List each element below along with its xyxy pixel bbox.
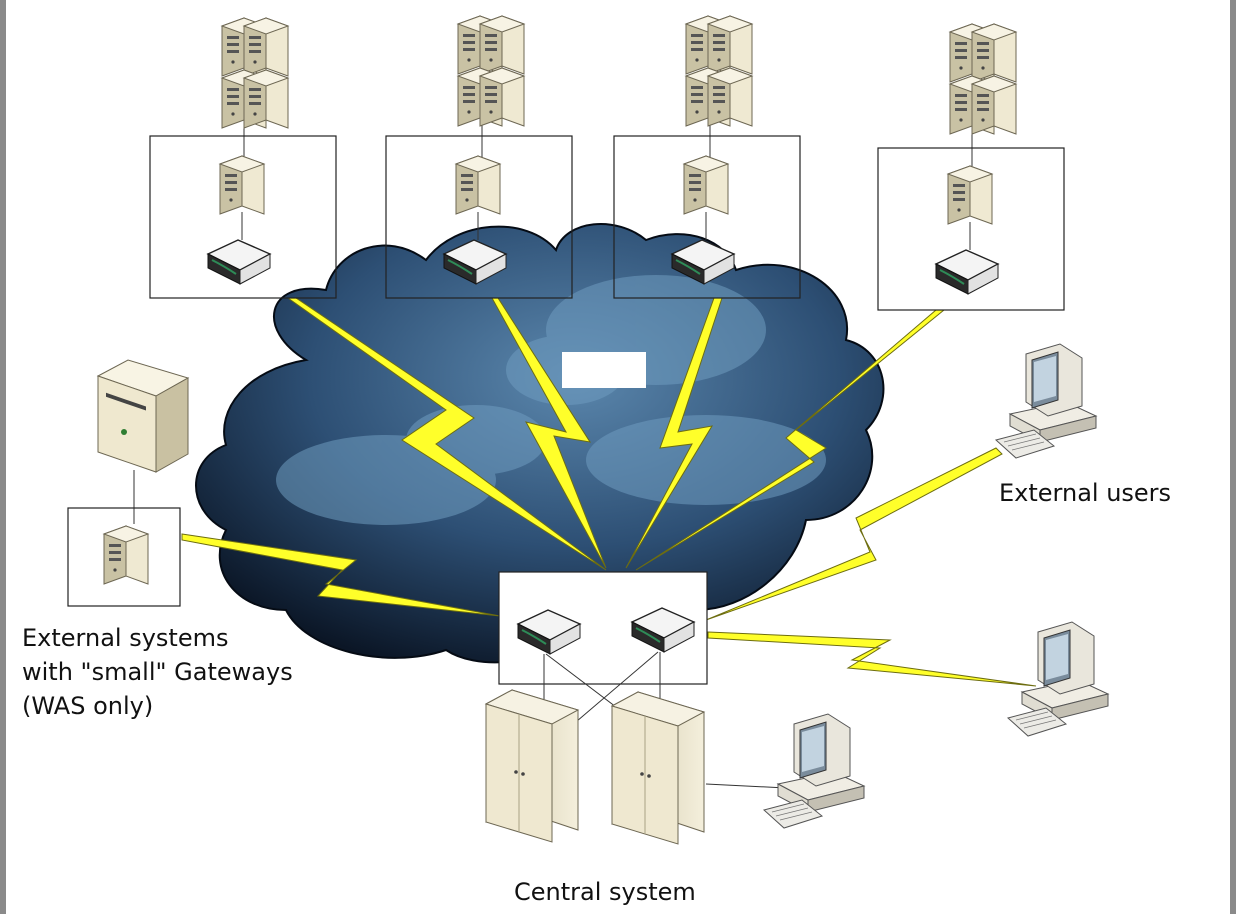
wireless-links bbox=[181, 297, 1037, 687]
central-system-label: Central system bbox=[514, 878, 696, 906]
external-systems-line-1: External systems bbox=[22, 624, 229, 652]
lightning-link-7 bbox=[707, 631, 1037, 687]
remote-site-2 bbox=[385, 15, 573, 299]
external-systems-label: External systems with "small" Gateways (WA… bbox=[22, 621, 293, 723]
lightning-link-1 bbox=[286, 297, 607, 571]
lightning-link-4 bbox=[635, 309, 946, 571]
external-user-pc-2 bbox=[1007, 621, 1109, 737]
lightning-link-6 bbox=[705, 447, 1003, 621]
remote-site-4 bbox=[877, 23, 1065, 311]
external-system-small-gateway bbox=[67, 359, 189, 607]
external-systems-line-2: with "small" Gateways bbox=[22, 658, 293, 686]
external-users-label: External users bbox=[999, 479, 1172, 507]
lightning-link-5 bbox=[181, 533, 501, 617]
cloud-label-box bbox=[562, 352, 646, 388]
central-admin-pc bbox=[763, 713, 865, 829]
lightning-link-2 bbox=[491, 297, 607, 569]
external-systems-line-3: (WAS only) bbox=[22, 692, 154, 720]
external-user-pc-1 bbox=[995, 343, 1097, 459]
diagram-canvas bbox=[67, 15, 1109, 845]
remote-site-1 bbox=[149, 17, 337, 299]
lightning-link-3 bbox=[625, 297, 723, 569]
remote-site-3 bbox=[613, 15, 801, 299]
central-servers bbox=[485, 689, 787, 845]
